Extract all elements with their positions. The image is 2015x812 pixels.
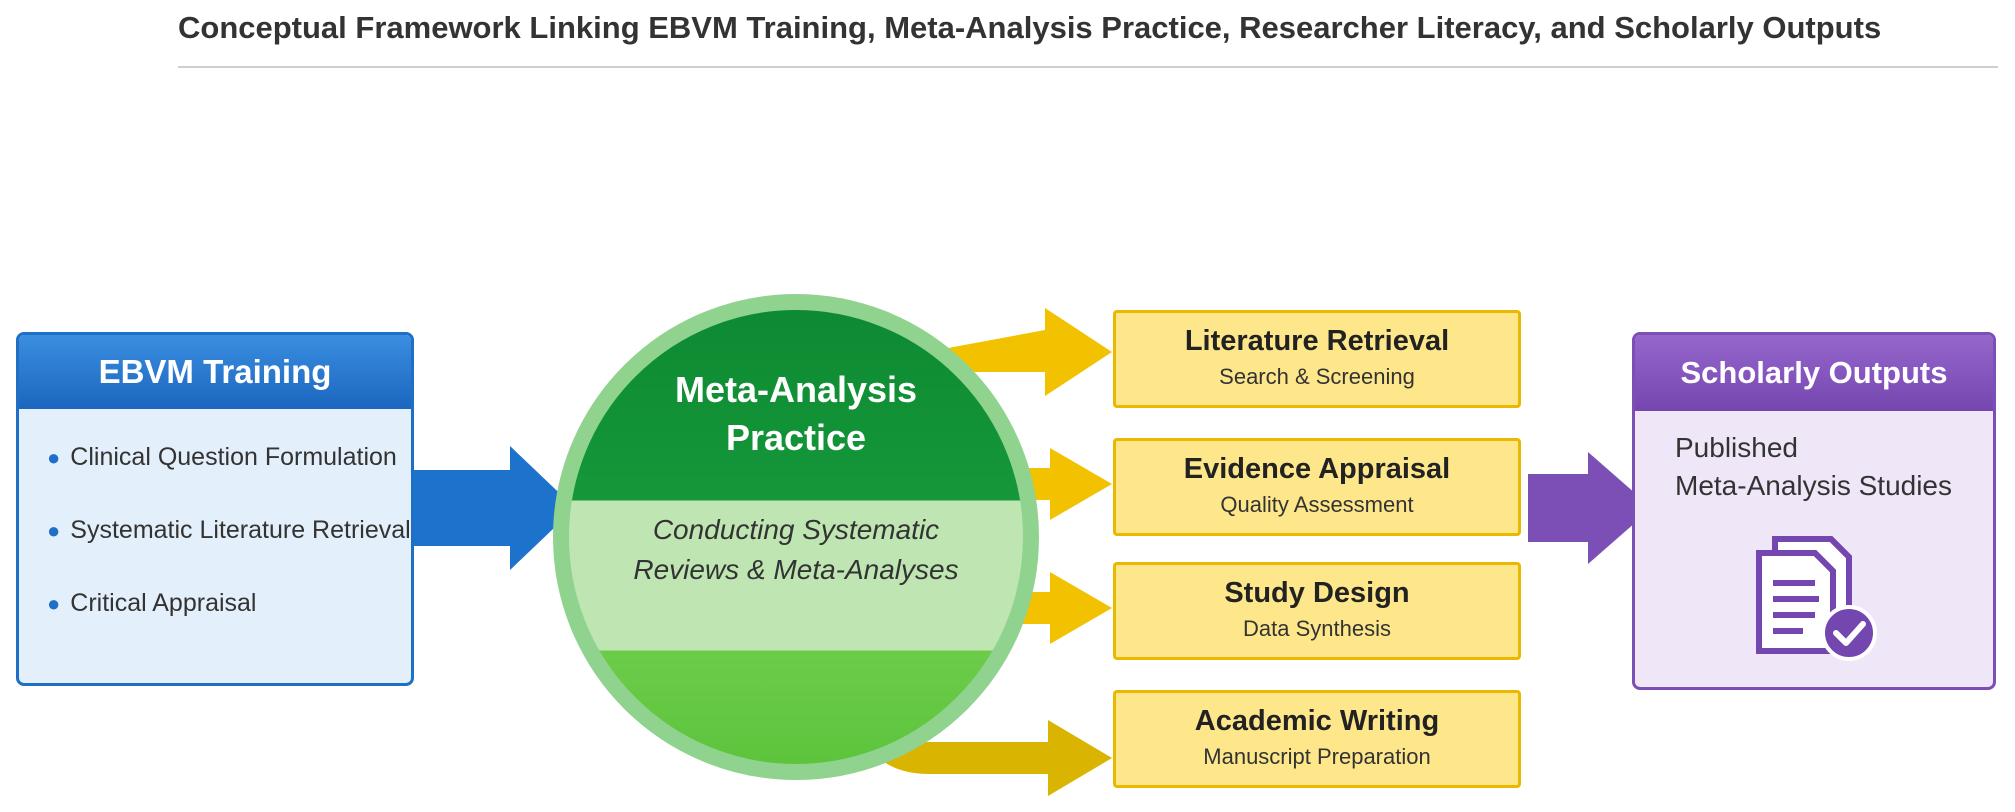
list-item: ●Clinical Question Formulation [47,443,397,471]
document-check-icon [1756,536,1877,661]
arrow-ebvm-to-practice [414,446,575,570]
practice-subtitle: Conducting Systematic Reviews & Meta-Ana… [633,514,959,585]
page-title: Conceptual Framework Linking EBVM Traini… [178,10,1882,45]
bullet-icon: ● [47,518,61,543]
arrow-to-study-design [1000,572,1112,644]
outputs-text: Published Meta-Analysis Studies [1675,432,1953,501]
bullet-icon: ● [47,445,61,470]
arrow-to-evidence-appraisal [1010,448,1112,520]
list-item: ●Systematic Literature Retrieval [47,516,411,544]
meta-analysis-practice-circle: Meta-Analysis Practice Conducting System… [553,294,1039,780]
ebvm-item-list: ●Clinical Question Formulation ●Systemat… [19,409,411,618]
scholarly-outputs-panel: Scholarly Outputs Published Meta-Analysi… [1632,332,1996,690]
bullet-icon: ● [47,591,61,616]
outputs-heading: Scholarly Outputs [1635,335,1993,411]
arrow-to-scholarly-outputs [1528,452,1652,564]
step-literature-retrieval: Literature Retrieval Search & Screening [1113,310,1521,408]
list-item: ●Critical Appraisal [47,589,257,617]
ebvm-heading: EBVM Training [19,335,411,409]
step-evidence-appraisal: Evidence Appraisal Quality Assessment [1113,438,1521,536]
step-study-design: Study Design Data Synthesis [1113,562,1521,660]
ebvm-training-panel: EBVM Training ●Clinical Question Formula… [16,332,414,686]
practice-title: Meta-Analysis Practice [674,369,918,458]
title-divider [178,66,1998,68]
arrow-to-literature-retrieval [948,308,1112,396]
arrow-to-academic-writing [858,710,1112,796]
step-academic-writing: Academic Writing Manuscript Preparation [1113,690,1521,788]
